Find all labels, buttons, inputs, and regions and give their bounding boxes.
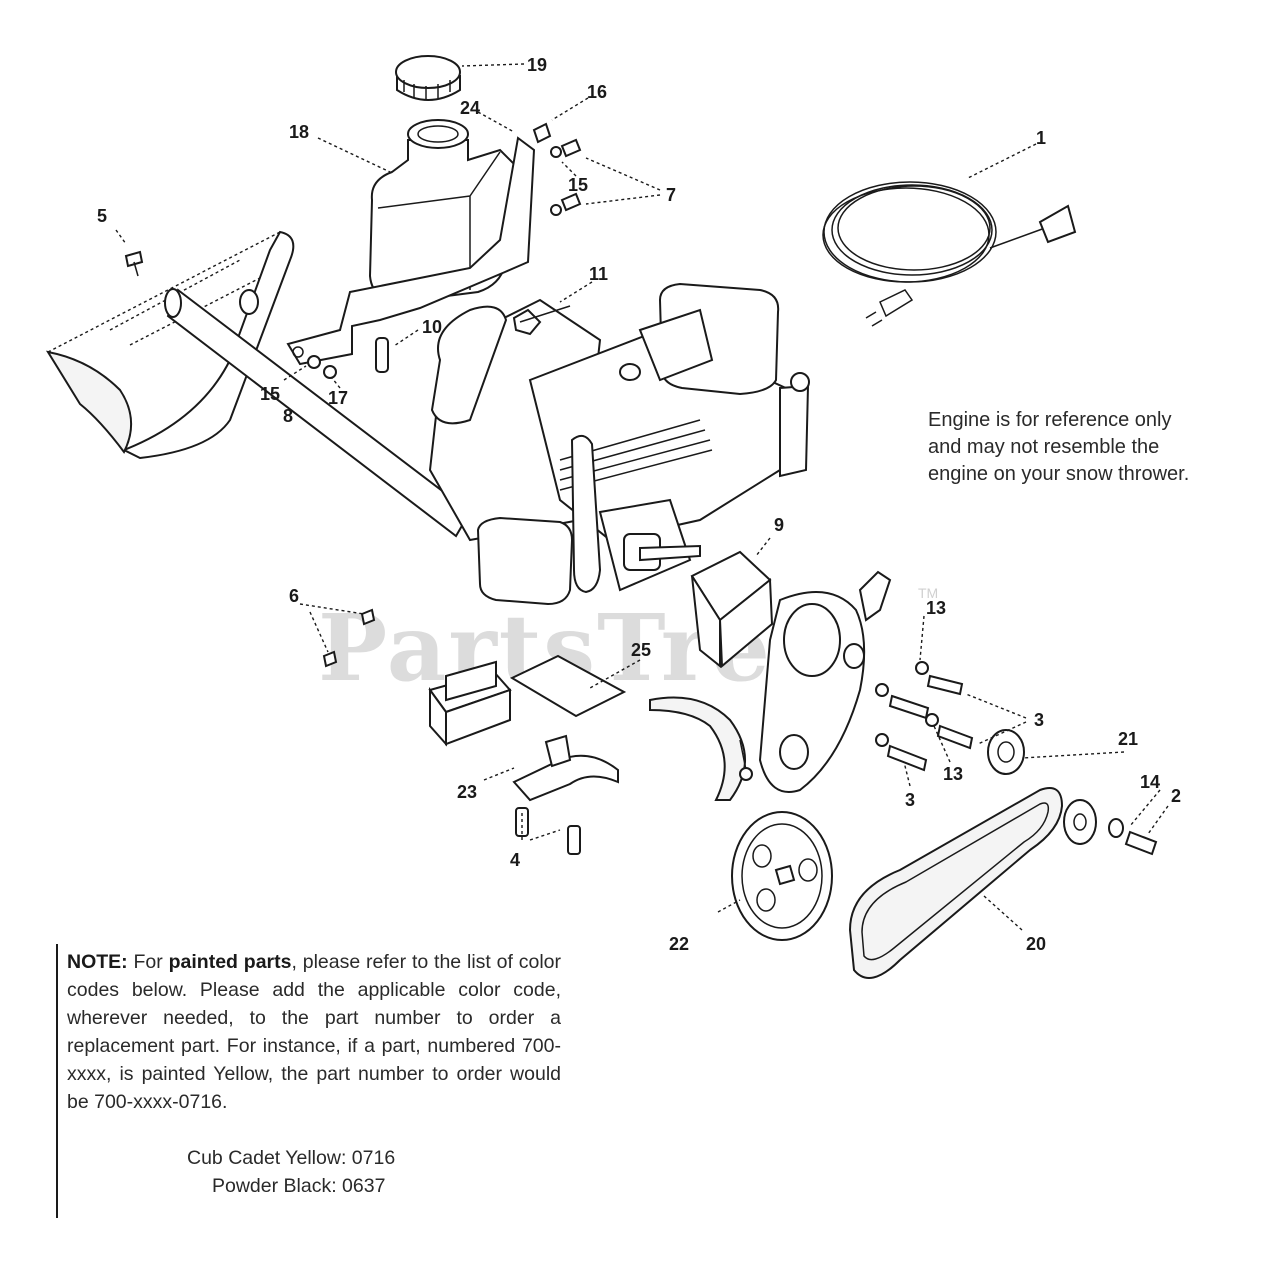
belt-guard xyxy=(649,696,753,801)
part-14-washer xyxy=(1108,818,1124,838)
part-2-bolt xyxy=(1124,830,1158,856)
callout-15-left: 15 xyxy=(260,384,280,404)
callout-22: 22 xyxy=(669,934,689,954)
callout-25: 25 xyxy=(631,640,651,660)
frame-panel xyxy=(45,230,295,460)
part-1-extension-cord xyxy=(822,181,1077,327)
note-heading: NOTE: xyxy=(67,951,128,973)
engine-assembly xyxy=(428,282,810,606)
part-13-washers xyxy=(875,661,939,747)
callout-24: 24 xyxy=(460,98,480,118)
painted-parts-note: NOTE: For painted parts, please refer to… xyxy=(56,944,561,1218)
part-22-drive-pulley xyxy=(731,811,833,941)
part-15-17-nuts xyxy=(307,355,337,379)
leader-lines xyxy=(115,63,1169,931)
part-21-idler-pulley xyxy=(987,729,1025,775)
note-text-after-bold: , please refer to the list of color code… xyxy=(67,951,562,1113)
callout-17: 17 xyxy=(328,388,348,408)
part-19-gas-cap xyxy=(395,55,461,101)
part-23-bracket xyxy=(512,734,619,802)
part-21-pulley-half xyxy=(1063,799,1097,845)
part-9-spacer-block xyxy=(690,550,774,669)
color-code-yellow: Cub Cadet Yellow: 0716 xyxy=(187,1147,396,1169)
part-6-bolts xyxy=(322,608,376,668)
callout-13-bottom: 13 xyxy=(943,764,963,784)
note-bold-painted-parts: painted parts xyxy=(168,951,292,973)
callout-10: 10 xyxy=(422,317,442,337)
callout-4: 4 xyxy=(510,850,520,870)
callout-labels: 19 24 16 18 15 7 1 5 11 10 15 17 8 9 6 1… xyxy=(97,55,1181,954)
part-15-washers-top xyxy=(550,146,562,216)
part-5-bolt xyxy=(124,250,144,277)
engine-note-line-3: engine on your snow thrower. xyxy=(928,463,1190,485)
note-text-before-bold: For xyxy=(133,951,163,973)
mount-block xyxy=(428,660,512,747)
callout-2: 2 xyxy=(1171,786,1181,806)
callout-15-top: 15 xyxy=(568,175,588,195)
pulley-plate xyxy=(758,570,892,793)
part-24-tank-bracket xyxy=(286,136,536,366)
callout-3-bottom: 3 xyxy=(905,790,915,810)
watermark-trademark: TM xyxy=(918,585,938,601)
engine-reference-note: Engine is for reference only and may not… xyxy=(928,407,1248,488)
axle-tube xyxy=(164,288,472,538)
part-4-bolts xyxy=(515,807,581,855)
callout-21: 21 xyxy=(1118,729,1138,749)
callout-7: 7 xyxy=(666,185,676,205)
callout-9: 9 xyxy=(774,515,784,535)
callout-8: 8 xyxy=(283,406,293,426)
callout-6: 6 xyxy=(289,586,299,606)
callout-13-top: 13 xyxy=(926,598,946,618)
engine-note-line-1: Engine is for reference only xyxy=(928,409,1172,431)
part-3-bolts xyxy=(886,674,974,772)
callout-1: 1 xyxy=(1036,128,1046,148)
callout-23: 23 xyxy=(457,782,477,802)
note-paragraph: NOTE: For painted parts, please refer to… xyxy=(67,948,561,1116)
callout-16: 16 xyxy=(587,82,607,102)
engine-note-line-2: and may not resemble the xyxy=(928,436,1160,458)
callout-11: 11 xyxy=(589,264,608,284)
callout-19: 19 xyxy=(527,55,547,75)
callout-18: 18 xyxy=(289,122,309,142)
callout-14: 14 xyxy=(1140,772,1160,792)
color-code-black: Powder Black: 0637 xyxy=(212,1175,386,1197)
callout-20: 20 xyxy=(1026,934,1046,954)
part-10-spacer xyxy=(375,337,389,373)
part-16-nut xyxy=(532,122,552,144)
part-20-v-belt xyxy=(848,787,1064,979)
callout-3-right: 3 xyxy=(1034,710,1044,730)
part-25-plate xyxy=(509,654,627,718)
callout-5: 5 xyxy=(97,206,107,226)
part-7-screws xyxy=(560,138,582,212)
